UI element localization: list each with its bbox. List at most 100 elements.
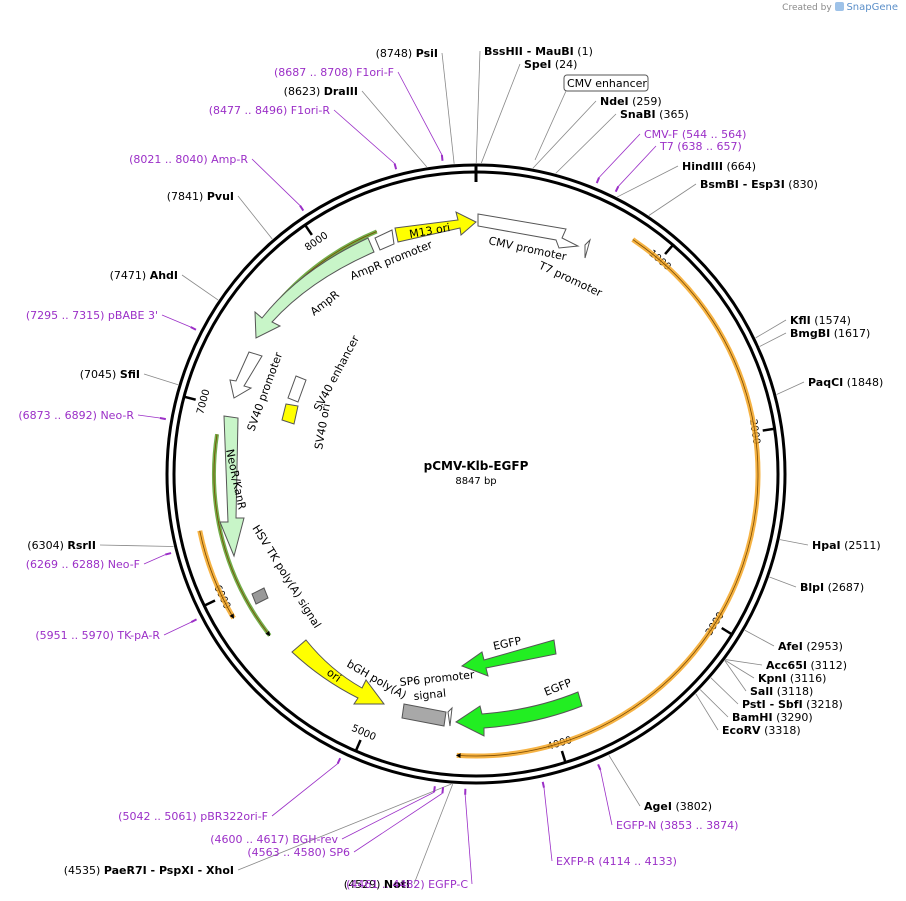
enzyme-leader: [99, 544, 174, 547]
enzyme-leader: [532, 100, 597, 169]
primer-range: (5042 .. 5061): [118, 810, 200, 823]
enzyme-number: (259): [629, 95, 662, 108]
enzyme-site-label: (8623) DraIII: [284, 85, 358, 98]
primer-site-mark: [190, 326, 197, 331]
primer-site-mark: [441, 787, 445, 794]
labels-layer: BssHII - MauBI (1)SpeI (24)NdeI (259)Sna…: [18, 45, 883, 891]
enzyme-name: KflI: [790, 314, 811, 327]
tick-mark: [762, 427, 774, 432]
enzyme-number: (365): [656, 108, 689, 121]
orf-orange-large-edge: [455, 239, 759, 759]
primer-name: Neo-F: [108, 558, 140, 571]
enzyme-name: PaqCI: [808, 376, 843, 389]
feature-egfp-2: [455, 691, 583, 737]
primer-label: (6269 .. 6288) Neo-F: [26, 558, 140, 571]
enzyme-site-label: BsmBI - Esp3I (830): [700, 178, 818, 191]
enzyme-name: NdeI: [600, 95, 629, 108]
primer-range: (3853 .. 3874): [660, 819, 739, 832]
enzyme-name: PvuI: [207, 190, 234, 203]
primer-label: T7 (638 .. 657): [659, 140, 742, 153]
primer-site-mark: [190, 618, 197, 623]
tick-mark: [560, 750, 567, 762]
primer-site-mark: [541, 781, 545, 788]
primer-name: BGH-rev: [292, 833, 338, 846]
enzyme-number: (3116): [786, 672, 826, 685]
snapgene-logo-icon: [834, 2, 844, 11]
feature-sv40-ori: [281, 403, 299, 425]
primer-leader: [543, 787, 553, 862]
enzyme-site-label: AfeI (2953): [778, 640, 843, 653]
feature-ampr-promoter: [374, 229, 395, 251]
primer-leader: [464, 794, 473, 885]
primer-label: (7295 .. 7315) pBABE 3': [26, 309, 158, 322]
primer-leader: [161, 314, 191, 328]
primer-name: pBABE 3': [108, 309, 158, 322]
enzyme-leader: [181, 274, 219, 301]
primer-site-mark: [614, 185, 620, 193]
primer-name: T7: [659, 140, 677, 153]
enzyme-name: HindIII: [682, 160, 723, 173]
enzyme-site-label: HpaI (2511): [812, 539, 881, 552]
enzyme-site-label: (7841) PvuI: [167, 190, 234, 203]
enzyme-leader: [755, 319, 787, 339]
enzyme-site-label: KpnI (3116): [758, 672, 826, 685]
tick-mark: [204, 599, 216, 607]
enzyme-number: (1574): [811, 314, 851, 327]
enzyme-leader: [695, 693, 719, 731]
enzyme-number: (4535): [64, 864, 104, 877]
credit-prefix: Created by: [782, 3, 832, 13]
enzyme-leader: [608, 754, 641, 807]
enzyme-name: AfeI: [778, 640, 803, 653]
enzyme-leader: [699, 689, 729, 718]
primer-leader: [397, 71, 443, 156]
enzyme-number: (830): [785, 178, 818, 191]
tick-label: 7000: [195, 388, 212, 415]
enzyme-name: BsmBI: [700, 178, 739, 191]
feature-t7-arrow: [584, 238, 591, 259]
enzyme-leader: [441, 52, 455, 164]
enzyme-site-label: PaqCI (1848): [808, 376, 883, 389]
primer-site-mark: [597, 763, 602, 771]
enzyme-leader: [744, 629, 775, 647]
enzyme-number: (7841): [167, 190, 207, 203]
enzyme-name: SfiI: [120, 368, 140, 381]
enzyme-number: (4529): [344, 878, 384, 891]
primer-range: (4461 .. 4482): [346, 878, 428, 891]
primer-site-mark: [299, 204, 305, 212]
enzyme-leader: [769, 576, 797, 588]
primer-label: (5042 .. 5061) pBR322ori-F: [118, 810, 268, 823]
enzyme-suffix: - Esp3I: [739, 178, 785, 191]
tick-mark: [721, 626, 732, 635]
primer-label: (8477 .. 8496) F1ori-R: [209, 104, 331, 117]
enzyme-name: PaeR7I: [104, 864, 147, 877]
enzyme-name: KpnI: [758, 672, 786, 685]
enzyme-leader: [475, 50, 481, 164]
primer-label: EXFP-R (4114 .. 4133): [556, 855, 677, 868]
primer-site-mark: [433, 786, 436, 793]
enzyme-leader: [648, 183, 697, 216]
enzyme-number: (6304): [27, 539, 67, 552]
feature-sp6-promoter-label: SP6 promoter: [399, 668, 476, 689]
primer-range: (8687 .. 8708): [274, 66, 356, 79]
enzyme-number: (2687): [824, 581, 864, 594]
primer-range: (544 .. 564): [682, 128, 747, 141]
enzyme-site-label: (8748) PsiI: [376, 47, 438, 60]
primer-leader: [251, 158, 301, 206]
enzyme-site-label: BamHI (3290): [732, 711, 813, 724]
tick-mark: [355, 739, 362, 751]
enzyme-name: EcoRV: [722, 724, 761, 737]
enzyme-site-label: (6304) RsrII: [27, 539, 96, 552]
feature-cmv-enhancer-label: CMV enhancer: [567, 77, 647, 90]
primer-name: EGFP-N: [616, 819, 660, 832]
primer-site-mark: [159, 417, 166, 421]
feature-m13-ori-label: M13 ori: [408, 221, 451, 241]
tick-mark: [304, 225, 313, 236]
cmv-enhancer-box: [563, 74, 649, 92]
primer-label: (6873 .. 6892) Neo-R: [18, 409, 134, 422]
feature-sp6-arrow: [447, 706, 453, 727]
enzyme-name: BmgBI: [790, 327, 830, 340]
primer-leader: [271, 763, 338, 817]
primer-range: (4563 .. 4580): [247, 846, 329, 859]
enzyme-name: SalI: [750, 685, 773, 698]
primer-name: CMV-F: [644, 128, 682, 141]
